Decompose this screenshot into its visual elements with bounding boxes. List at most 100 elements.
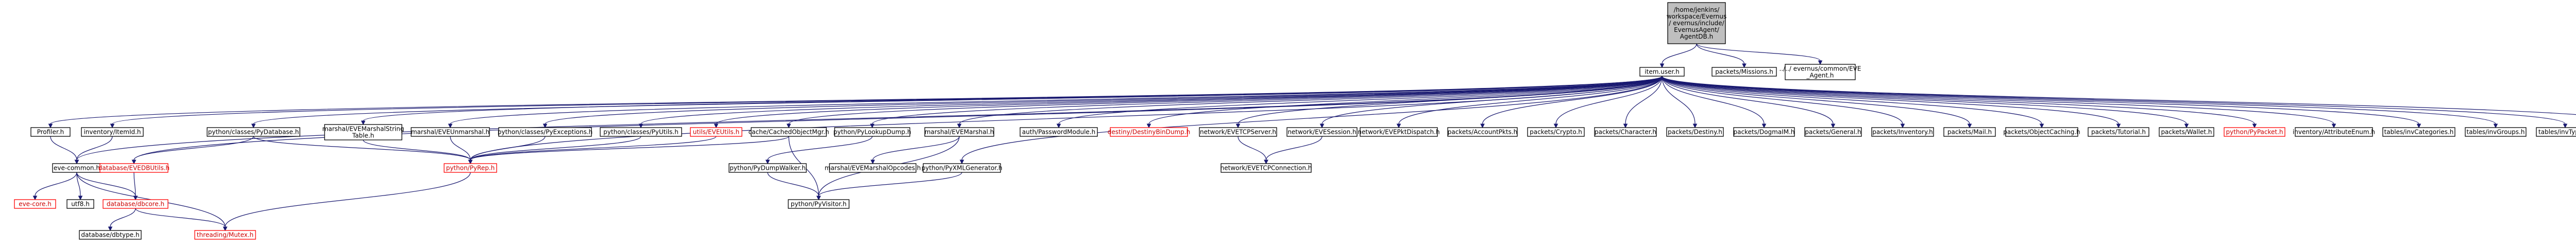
header-node-tblgroups[interactable]: tables/invGroups.h bbox=[2465, 127, 2527, 137]
edge-user-to-pmail bbox=[1662, 76, 1972, 129]
header-node-cache[interactable]: cache/CachedObjectMgr.h bbox=[749, 127, 829, 137]
edge-invitemid-to-evecommon bbox=[74, 136, 113, 165]
header-node-ptutorial[interactable]: packets/Tutorial.h bbox=[2088, 127, 2149, 137]
header-node-dbtypes[interactable]: database/dbtype.h bbox=[79, 230, 142, 240]
header-node-profiler[interactable]: Profiler.h bbox=[30, 127, 71, 137]
header-node-utilseve[interactable]: utils/EVEUtils.h bbox=[690, 127, 742, 137]
header-node-user[interactable]: item.user.h bbox=[1639, 67, 1685, 77]
header-node-pydatabase[interactable]: python/classes/PyDatabase.h bbox=[207, 127, 300, 137]
header-node-tbltypes[interactable]: tables/invTypes.h bbox=[2536, 127, 2576, 137]
edge-cache-to-pyrep bbox=[468, 136, 789, 165]
edge-user-to-pcrypto bbox=[1553, 76, 1663, 129]
header-node-pmail[interactable]: packets/Mail.h bbox=[1943, 127, 1996, 137]
edge-user-to-pyexc bbox=[543, 76, 1663, 129]
edge-pydatabase-to-dbcore bbox=[131, 136, 254, 165]
edge-root-to-pmissions bbox=[1696, 43, 1747, 68]
node-label: Table.h bbox=[352, 132, 374, 139]
header-node-pobjcache[interactable]: packets/ObjectCaching.h bbox=[2003, 127, 2080, 137]
node-label: packets/Destiny.h bbox=[1668, 129, 1722, 136]
header-node-pktdisp[interactable]: network/EVEPktDispatch.h bbox=[1358, 127, 1440, 137]
edge-root-to-agent bbox=[1696, 43, 1823, 65]
header-node-pdestiny[interactable]: packets/Destiny.h bbox=[1666, 127, 1724, 137]
node-label: utf8.h bbox=[71, 201, 90, 208]
node-label: python/PyVisitor.h bbox=[791, 201, 847, 208]
edge-root-to-user bbox=[1659, 43, 1697, 68]
header-node-pinventory[interactable]: packets/Inventory.h bbox=[1871, 127, 1934, 137]
edge-profiler-to-evecommon bbox=[50, 136, 79, 165]
node-label: packets/Crypto.h bbox=[1530, 129, 1582, 136]
header-node-invitemid[interactable]: inventory/ItemId.h bbox=[81, 127, 144, 137]
header-node-authpw[interactable]: auth/PasswordModule.h bbox=[1020, 127, 1098, 137]
header-node-pyrep[interactable]: python/PyRep.h bbox=[444, 163, 497, 173]
header-node-pgeneral[interactable]: packets/General.h bbox=[1804, 127, 1862, 137]
header-node-utfh[interactable]: utf8.h bbox=[66, 199, 94, 209]
node-label: packets/Wallet.h bbox=[2161, 129, 2212, 136]
header-node-tblcat[interactable]: tables/invCategories.h bbox=[2382, 127, 2455, 137]
header-node-pdogma[interactable]: packets/DogmaIM.h bbox=[1733, 127, 1795, 137]
header-node-evecore[interactable]: eve-core.h bbox=[14, 199, 56, 209]
edge-user-to-pktdisp bbox=[1396, 76, 1663, 129]
header-node-pypacket[interactable]: python/PyPacket.h bbox=[2224, 127, 2285, 137]
node-label: cache/CachedObjectMgr.h bbox=[749, 129, 829, 136]
node-label: ../../ evernus/common/EVE bbox=[1780, 65, 1861, 73]
edge-tcpserver-to-tcpconn bbox=[1238, 136, 1268, 165]
header-node-pylookup[interactable]: python/PyLookupDump.h bbox=[834, 127, 911, 137]
node-label: / evernus/include/ bbox=[1669, 20, 1724, 27]
header-node-pyvisitor[interactable]: python/PyVisitor.h bbox=[788, 199, 850, 209]
node-label: database/dbcore.h bbox=[107, 201, 164, 208]
header-node-pyutils[interactable]: python/classes/PyUtils.h bbox=[600, 127, 682, 137]
header-node-pchar[interactable]: packets/Character.h bbox=[1594, 127, 1657, 137]
node-label: network/EVEPktDispatch.h bbox=[1358, 129, 1439, 136]
node-label: tables/invTypes.h bbox=[2538, 129, 2576, 136]
header-node-destiny[interactable]: destiny/DestinyBinDump.h bbox=[1108, 127, 1190, 137]
header-node-evecommon[interactable]: eve-common.h bbox=[52, 163, 101, 173]
node-label: destiny/DestinyBinDump.h bbox=[1108, 129, 1190, 136]
header-node-pydumpwalk[interactable]: python/PyDumpWalker.h bbox=[728, 163, 807, 173]
node-label: packets/Mail.h bbox=[1947, 129, 1992, 136]
header-node-mshunmar[interactable]: marshal/EVEUnmarshal.h bbox=[411, 127, 490, 137]
header-node-threading[interactable]: threading/Mutex.h bbox=[194, 230, 256, 240]
node-label: packets/ObjectCaching.h bbox=[2003, 129, 2080, 136]
edge-user-to-invitemid bbox=[110, 76, 1663, 129]
edge-dbhelper-to-threading bbox=[135, 208, 228, 232]
node-label: /home/jenkins/ bbox=[1674, 6, 1720, 13]
node-label: network/EVETCPConnection.h bbox=[1221, 165, 1312, 172]
header-node-evesession[interactable]: network/EVESession.h bbox=[1286, 127, 1358, 137]
edge-pylookup-to-pydumpwalk bbox=[765, 136, 873, 165]
header-node-pwallet[interactable]: packets/Wallet.h bbox=[2159, 127, 2214, 137]
header-node-pyxml[interactable]: python/PyXMLGenerator.h bbox=[922, 163, 1003, 173]
node-label: packets/Inventory.h bbox=[1872, 129, 1933, 136]
node-label: python/PyXMLGenerator.h bbox=[922, 165, 1003, 172]
edge-utilseve-to-pyrep bbox=[468, 136, 717, 165]
edge-user-to-pydatabase bbox=[251, 76, 1663, 129]
edge-user-to-authpw bbox=[1056, 76, 1663, 129]
header-node-mshmar[interactable]: marshal/EVEMarshal.h bbox=[924, 127, 994, 137]
edge-user-to-pobjcache bbox=[1662, 76, 2044, 129]
node-label: item.user.h bbox=[1645, 68, 1679, 76]
header-node-pcrypto[interactable]: packets/Crypto.h bbox=[1527, 127, 1585, 137]
header-node-agent[interactable]: ../../ evernus/common/EVE_Agent.h bbox=[1780, 64, 1861, 80]
node-label: packets/General.h bbox=[1805, 129, 1861, 136]
header-node-dbcore[interactable]: database/EVEDBUtils.h bbox=[98, 163, 170, 173]
header-node-tcpconn[interactable]: network/EVETCPConnection.h bbox=[1221, 163, 1312, 173]
header-node-tcpserver[interactable]: network/EVETCPServer.h bbox=[1199, 127, 1277, 137]
header-node-pacctinfo[interactable]: packets/AccountPkts.h bbox=[1447, 127, 1518, 137]
header-node-invattrib[interactable]: inventory/AttributeEnum.h bbox=[2293, 127, 2375, 137]
edge-mshmar-to-mshopcodes bbox=[870, 136, 960, 165]
node-label: packets/AccountPkts.h bbox=[1448, 129, 1518, 136]
header-node-pmissions[interactable]: packets/Missions.h bbox=[1711, 67, 1777, 77]
header-node-pyexc[interactable]: python/classes/PyExceptions.h bbox=[498, 127, 593, 137]
edge-user-to-pyxml bbox=[959, 76, 1663, 165]
edge-user-to-cache bbox=[786, 76, 1663, 129]
edge-user-to-ptutorial bbox=[1662, 76, 2121, 129]
header-node-dbhelper[interactable]: database/dbcore.h bbox=[103, 199, 168, 209]
root-file-node: /home/jenkins/workspace/Evernus/ evernus… bbox=[1667, 2, 1726, 44]
node-label: network/EVETCPServer.h bbox=[1200, 129, 1276, 136]
header-node-mshopcodes[interactable]: marshal/EVEMarshalOpcodes.h bbox=[825, 163, 921, 173]
edge-user-to-pypacket bbox=[1662, 76, 2257, 129]
edge-evecommon-to-evecore bbox=[32, 172, 77, 201]
edge-user-to-pinventory bbox=[1662, 76, 1905, 129]
node-label: packets/Character.h bbox=[1595, 129, 1656, 136]
node-label: python/classes/PyDatabase.h bbox=[208, 129, 299, 136]
